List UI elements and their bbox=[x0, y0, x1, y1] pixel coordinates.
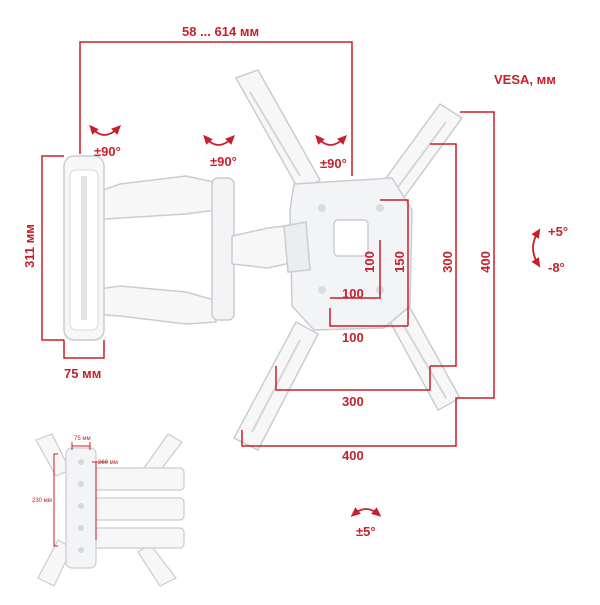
vesa-150-vertical-label: 150 bbox=[392, 251, 407, 273]
rotation-head-label: ±90° bbox=[320, 156, 347, 171]
inset-depth-260-label: 260 мм bbox=[98, 460, 118, 466]
swivel-arrow-icon bbox=[350, 507, 382, 517]
vesa-title: VESA, мм bbox=[494, 72, 556, 87]
height-311-label: 311 мм bbox=[22, 224, 37, 268]
arm-reach-label: 58 ... 614 мм bbox=[182, 24, 259, 39]
rotation-arrows bbox=[89, 124, 541, 517]
vesa-100-outer-label: 100 bbox=[342, 330, 364, 345]
vesa-100-vertical-label: 100 bbox=[362, 251, 377, 273]
vesa-300-horizontal-label: 300 bbox=[342, 394, 364, 409]
rotation-mid-label: ±90° bbox=[210, 154, 237, 169]
inset-plate-75-label: 75 мм bbox=[74, 436, 91, 442]
plate-width-label: 75 мм bbox=[64, 366, 101, 381]
dimension-lines bbox=[41, 41, 495, 447]
articulating-arms bbox=[91, 175, 311, 325]
tilt-up-label: +5° bbox=[548, 224, 568, 239]
vesa-100-inner-label: 100 bbox=[342, 286, 364, 301]
rotation-wall-label: ±90° bbox=[94, 144, 121, 159]
dimension-labels: 58 ... 614 мм VESA, мм ±90° ±90° ±90° 31… bbox=[22, 24, 568, 539]
inset-height-230-label: 230 мм bbox=[32, 498, 52, 504]
vesa-300-vertical-label: 300 bbox=[440, 251, 455, 273]
vesa-400-vertical-label: 400 bbox=[478, 251, 493, 273]
wall-plate bbox=[63, 155, 105, 341]
rotate-arrow-wall-icon bbox=[89, 124, 122, 136]
wall-mount-illustration bbox=[63, 69, 464, 452]
tilt-down-label: -8° bbox=[548, 260, 565, 275]
folded-view-inset: 75 мм 260 мм 230 мм bbox=[32, 433, 185, 587]
rotate-arrow-mid-icon bbox=[203, 134, 236, 146]
swivel-label: ±5° bbox=[356, 524, 376, 539]
vesa-400-horizontal-label: 400 bbox=[342, 448, 364, 463]
rotate-arrow-head-icon bbox=[315, 134, 348, 146]
tilt-arrow-icon bbox=[531, 228, 541, 268]
